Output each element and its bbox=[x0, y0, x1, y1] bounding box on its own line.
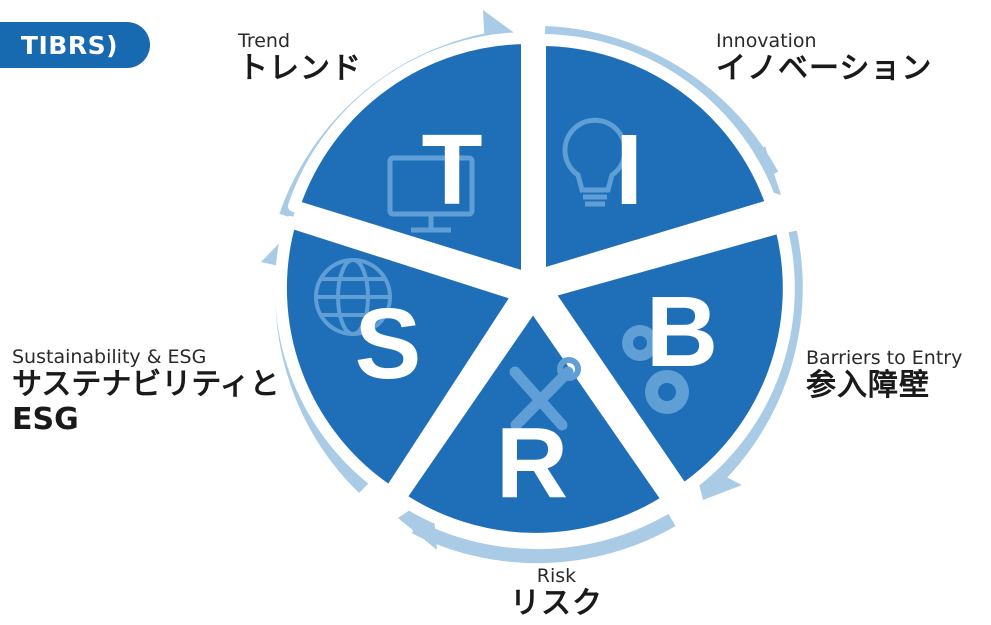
wedge-r bbox=[394, 299, 674, 545]
globe-icon bbox=[314, 258, 392, 336]
label-innovation: Innovation イノベーション bbox=[716, 30, 932, 87]
label-barriers-jp: 参入障壁 bbox=[806, 368, 930, 403]
label-innovation-en: Innovation bbox=[716, 30, 817, 52]
diagram-title: TIBRS) bbox=[20, 30, 118, 60]
label-risk-jp: リスク bbox=[510, 586, 603, 621]
wedge-b bbox=[542, 221, 795, 496]
gears-icon bbox=[622, 325, 689, 414]
label-sustainability-en: Sustainability & ESG bbox=[12, 346, 207, 368]
label-trend: Trend トレンド bbox=[238, 30, 362, 87]
label-barriers: Barriers to Entry 参入障壁 bbox=[806, 347, 962, 404]
letter-b: B bbox=[646, 276, 718, 388]
label-barriers-en: Barriers to Entry bbox=[806, 347, 963, 369]
letter-s: S bbox=[355, 288, 422, 400]
label-trend-en: Trend bbox=[238, 30, 290, 52]
label-sustainability-jp: サステナビリティと ESG bbox=[12, 367, 280, 437]
label-innovation-jp: イノベーション bbox=[716, 51, 933, 86]
letter-i: I bbox=[615, 114, 643, 226]
ring-arc-r bbox=[411, 513, 676, 564]
letter-r: R bbox=[496, 407, 568, 519]
letter-t: T bbox=[421, 114, 482, 226]
diagram-title-pill: TIBRS) bbox=[0, 22, 150, 68]
wedge-i bbox=[534, 33, 778, 281]
lightbulb-icon bbox=[562, 117, 628, 207]
label-risk: Risk リスク bbox=[510, 565, 603, 622]
label-trend-jp: トレンド bbox=[238, 51, 362, 86]
monitor-icon bbox=[387, 155, 475, 233]
ring-arc-b bbox=[712, 230, 803, 483]
label-sustainability: Sustainability & ESG サステナビリティと ESG bbox=[12, 346, 292, 437]
wrench-screwdriver-icon bbox=[509, 357, 581, 431]
ring-arc-i bbox=[544, 26, 779, 179]
label-risk-en: Risk bbox=[536, 565, 577, 587]
